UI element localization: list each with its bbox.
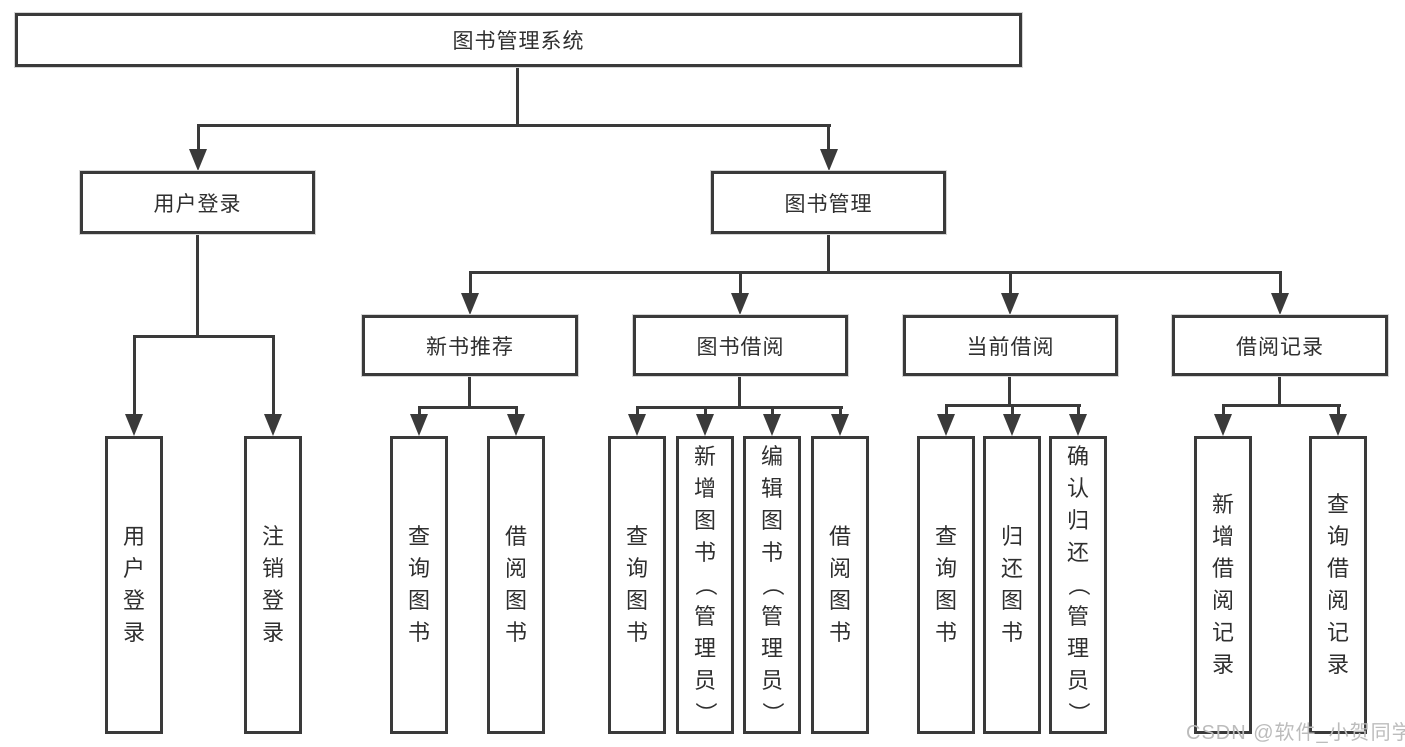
arrow-to-borrow-books-borrowing	[831, 414, 849, 436]
arrow-to-borrow-books-newbook	[507, 414, 525, 436]
node-current-borrowing: 当前借阅	[903, 315, 1118, 376]
node-book-management: 图书管理	[711, 171, 946, 234]
leaf-add-borrow-record-label: 新增借阅记录	[1211, 492, 1234, 677]
connector-current-rail	[945, 404, 1081, 407]
arrow-to-add-book-admin	[696, 414, 714, 436]
leaf-borrow-books-borrowing: 借阅图书	[811, 436, 869, 734]
arrow-to-new-book-recommend	[461, 293, 479, 315]
node-new-book-recommend: 新书推荐	[362, 315, 578, 376]
node-user-login: 用户登录	[80, 171, 315, 234]
arrow-to-query-books-newbook	[410, 414, 428, 436]
leaf-query-borrow-record: 查询借阅记录	[1309, 436, 1367, 734]
leaf-logout-login-label: 注销登录	[261, 524, 284, 645]
connector-current-drop-2	[1011, 407, 1014, 416]
arrow-to-confirm-return-admin	[1069, 414, 1087, 436]
connector-root-drop-right	[827, 127, 830, 151]
leaf-query-borrow-record-label: 查询借阅记录	[1326, 492, 1349, 677]
arrow-to-edit-book-admin	[763, 414, 781, 436]
connector-root-stem	[516, 67, 519, 127]
leaf-return-books-label: 归还图书	[1000, 524, 1023, 645]
leaf-borrow-books-newbook-label: 借阅图书	[504, 524, 527, 645]
connector-bookmgmt-drop-2	[739, 274, 742, 294]
node-new-book-recommend-label: 新书推荐	[426, 335, 514, 359]
connector-root-drop-left	[197, 127, 200, 151]
connector-bookmgmt-drop-3	[1009, 274, 1012, 294]
leaf-add-book-admin-label: 新增图书（管理员）	[692, 444, 718, 725]
leaf-query-books-current-label: 查询图书	[934, 524, 957, 645]
arrow-to-query-books-borrowing	[628, 414, 646, 436]
connector-current-drop-1	[945, 407, 948, 416]
connector-records-stem	[1278, 376, 1281, 407]
arrow-to-current-borrowing	[1001, 293, 1019, 315]
leaf-add-borrow-record: 新增借阅记录	[1194, 436, 1252, 734]
csdn-watermark: CSDN @软件_小贺同学	[1186, 722, 1405, 744]
arrow-to-book-borrowing	[731, 293, 749, 315]
leaf-query-books-newbook: 查询图书	[390, 436, 448, 734]
connector-borrowing-stem	[738, 376, 741, 409]
connector-newbook-drop-2	[515, 409, 518, 416]
connector-current-drop-3	[1077, 407, 1080, 416]
arrow-to-book-management	[820, 149, 838, 171]
leaf-query-books-current: 查询图书	[917, 436, 975, 734]
connector-borrowing-drop-2	[704, 409, 707, 416]
connector-borrowing-drop-4	[839, 409, 842, 416]
leaf-borrow-books-newbook: 借阅图书	[487, 436, 545, 734]
arrow-to-add-borrow-record	[1214, 414, 1232, 436]
arrow-to-query-books-current	[937, 414, 955, 436]
node-current-borrowing-label: 当前借阅	[966, 335, 1055, 359]
leaf-user-login: 用户登录	[105, 436, 163, 734]
connector-borrowing-drop-3	[771, 409, 774, 416]
connector-userlogin-drop-2	[272, 338, 275, 416]
node-book-borrowing-label: 图书借阅	[696, 335, 785, 359]
node-library-system: 图书管理系统	[15, 13, 1022, 67]
connector-newbook-drop-1	[418, 409, 421, 416]
leaf-edit-book-admin: 编辑图书（管理员）	[743, 436, 801, 734]
connector-userlogin-drop-1	[133, 338, 136, 416]
connector-bookmgmt-rail	[469, 271, 1282, 274]
connector-userlogin-stem	[196, 234, 199, 338]
connector-records-rail	[1222, 404, 1341, 407]
leaf-return-books: 归还图书	[983, 436, 1041, 734]
leaf-user-login-label: 用户登录	[122, 524, 145, 645]
connector-root-rail	[197, 124, 831, 127]
leaf-borrow-books-borrowing-label: 借阅图书	[828, 524, 851, 645]
leaf-logout-login: 注销登录	[244, 436, 302, 734]
connector-records-drop-2	[1337, 407, 1340, 416]
arrow-to-user-login	[189, 149, 207, 171]
arrow-to-leaf-logout	[264, 414, 282, 436]
leaf-confirm-return-admin: 确认归还（管理员）	[1049, 436, 1107, 734]
leaf-query-books-newbook-label: 查询图书	[407, 524, 430, 645]
node-user-login-label: 用户登录	[153, 192, 242, 216]
node-book-borrowing: 图书借阅	[633, 315, 848, 376]
arrow-to-leaf-user-login	[125, 414, 143, 436]
connector-borrowing-rail	[636, 406, 843, 409]
node-library-system-label: 图书管理系统	[452, 30, 585, 53]
connector-bookmgmt-stem	[827, 234, 830, 274]
arrow-to-borrowing-records	[1271, 293, 1289, 315]
connector-userlogin-rail	[133, 335, 275, 338]
connector-records-drop-1	[1222, 407, 1225, 416]
node-borrowing-records-label: 借阅记录	[1236, 335, 1324, 359]
connector-bookmgmt-drop-4	[1279, 274, 1282, 294]
connector-newbook-rail	[418, 406, 518, 409]
node-borrowing-records: 借阅记录	[1172, 315, 1388, 376]
leaf-add-book-admin: 新增图书（管理员）	[676, 436, 734, 734]
node-book-management-label: 图书管理	[784, 192, 873, 216]
leaf-query-books-borrowing-label: 查询图书	[625, 524, 648, 645]
leaf-edit-book-admin-label: 编辑图书（管理员）	[759, 444, 785, 725]
leaf-query-books-borrowing: 查询图书	[608, 436, 666, 734]
connector-current-stem	[1008, 376, 1011, 407]
leaf-confirm-return-admin-label: 确认归还（管理员）	[1065, 444, 1091, 725]
connector-newbook-stem	[468, 376, 471, 409]
connector-bookmgmt-drop-1	[469, 274, 472, 294]
arrow-to-query-borrow-record	[1329, 414, 1347, 436]
connector-borrowing-drop-1	[636, 409, 639, 416]
arrow-to-return-books	[1003, 414, 1021, 436]
